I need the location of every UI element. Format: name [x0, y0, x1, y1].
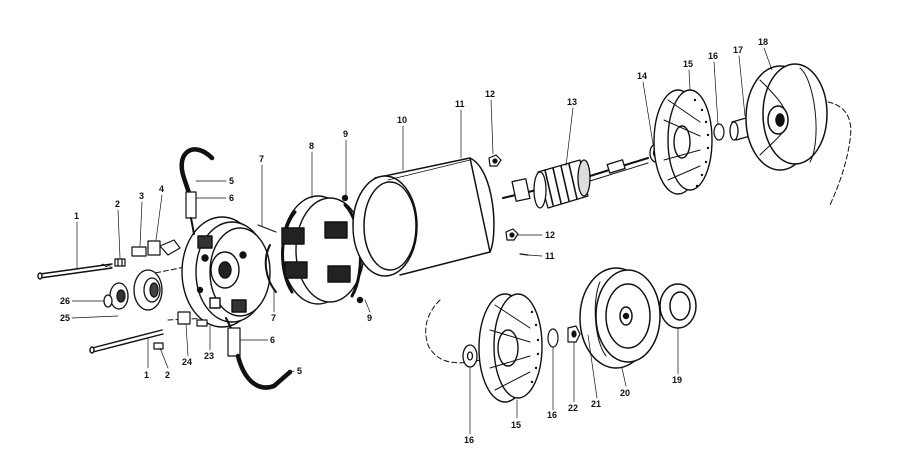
- callout-1-upper: 1: [74, 211, 79, 221]
- impeller-lower: [478, 293, 543, 403]
- pump-cover: [579, 267, 661, 369]
- callout-10: 10: [397, 115, 407, 125]
- pump-housing-upper: [745, 63, 828, 171]
- callout-18: 18: [758, 37, 768, 47]
- lead-wire-lower: [225, 317, 293, 390]
- callout-15-upper: 15: [683, 59, 693, 69]
- callout-1-lower: 1: [144, 370, 149, 380]
- nut-lower: [153, 342, 164, 350]
- impeller-nut: [567, 325, 581, 343]
- washer-mid: [713, 123, 725, 141]
- callout-9-upper: 9: [343, 129, 348, 139]
- callout-24: 24: [182, 357, 192, 367]
- callout-21: 21: [591, 399, 601, 409]
- through-bolt-lower: [89, 329, 164, 354]
- callout-23: 23: [204, 351, 214, 361]
- terminal-parts: [177, 311, 208, 327]
- callout-2-upper: 2: [115, 199, 120, 209]
- impeller-upper: [653, 89, 713, 195]
- callout-13: 13: [567, 97, 577, 107]
- armature: [502, 157, 649, 209]
- frame-shell: [352, 157, 495, 277]
- callout-11-upper: 11: [455, 99, 465, 109]
- callout-17: 17: [733, 45, 743, 55]
- callout-leaders: [71, 47, 773, 435]
- brush-holder: [131, 239, 181, 257]
- end-housing: [181, 216, 271, 328]
- callout-8: 8: [309, 141, 314, 151]
- callout-labels: 1 1 2 2 3 4 5 5 6 6 7 7 8 9 9 10 11 11 1…: [60, 37, 768, 445]
- washer-lower-2: [547, 328, 559, 348]
- field-coil-assembly: [257, 194, 365, 305]
- callout-11-lower: 11: [545, 251, 555, 261]
- callout-16-upper: 16: [708, 51, 718, 61]
- callout-5-upper: 5: [229, 176, 234, 186]
- callout-4: 4: [159, 184, 164, 194]
- callout-6-upper: 6: [229, 193, 234, 203]
- frame-nuts: [488, 154, 529, 256]
- callout-7-lower: 7: [271, 313, 276, 323]
- callout-9-lower: 9: [367, 313, 372, 323]
- callout-14: 14: [637, 71, 647, 81]
- callout-3: 3: [139, 191, 144, 201]
- washer-lower: [462, 344, 478, 368]
- through-bolt-upper: [37, 263, 113, 280]
- callout-2-lower: 2: [165, 370, 170, 380]
- callout-20: 20: [620, 388, 630, 398]
- coupling-hub: [103, 282, 129, 310]
- nut-upper: [114, 258, 126, 267]
- callout-22: 22: [568, 403, 578, 413]
- callout-5-lower: 5: [297, 366, 302, 376]
- bearing-ring: [133, 269, 163, 311]
- callout-16-lower-mid: 16: [547, 410, 557, 420]
- callout-12-upper: 12: [485, 89, 495, 99]
- callout-6-lower: 6: [270, 335, 275, 345]
- callout-7-upper: 7: [259, 154, 264, 164]
- callout-16-lower-left: 16: [464, 435, 474, 445]
- callout-15-lower: 15: [511, 420, 521, 430]
- gasket-ring: [659, 283, 697, 329]
- lead-wire-upper: [179, 147, 215, 235]
- callout-25: 25: [60, 313, 70, 323]
- callout-19: 19: [672, 375, 682, 385]
- callout-26: 26: [60, 296, 70, 306]
- callout-12-lower: 12: [545, 230, 555, 240]
